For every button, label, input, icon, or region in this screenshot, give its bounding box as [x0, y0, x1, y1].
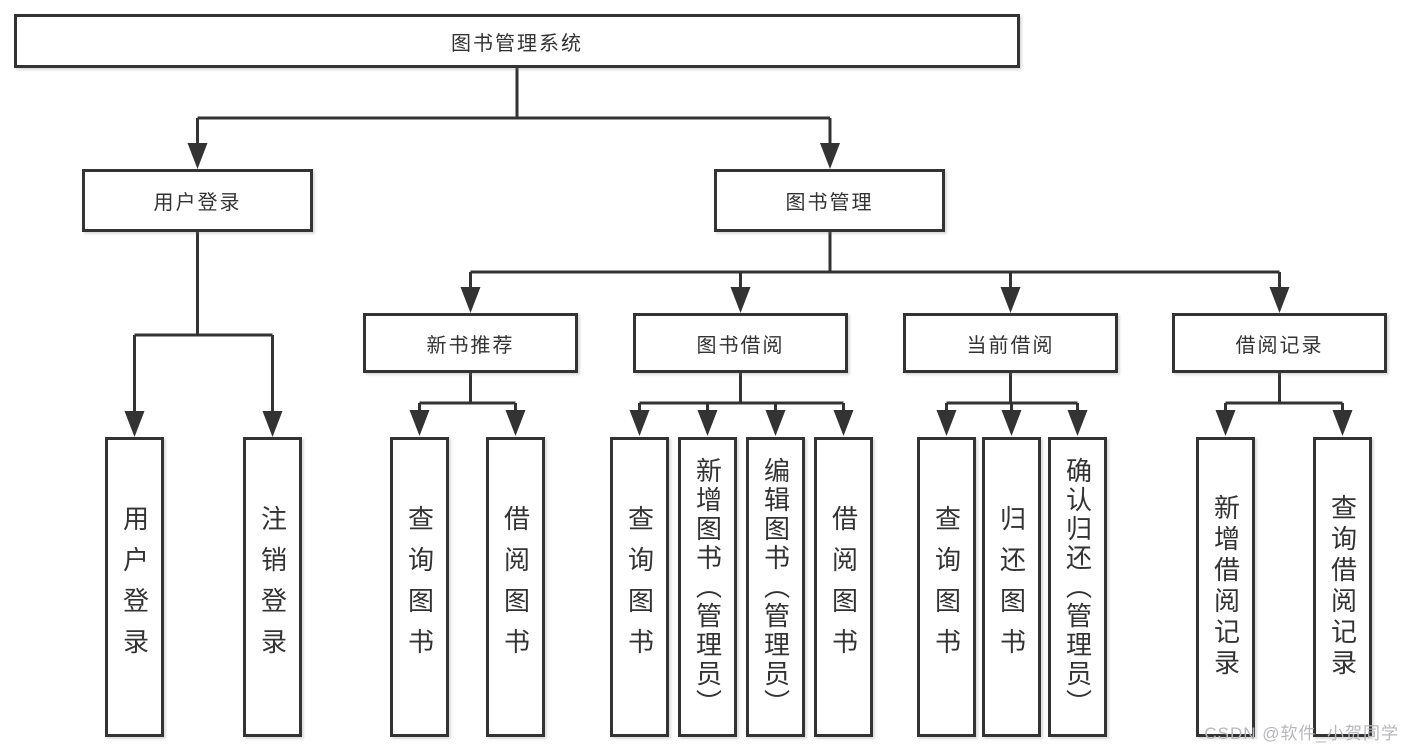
leaf-newbook-borrow-book: 借阅图书 — [486, 437, 545, 737]
node-new-book-recommend-label: 新书推荐 — [426, 334, 515, 357]
leaf-records-query-record-label: 查询借阅记录 — [1327, 494, 1358, 680]
arrowhead — [833, 410, 854, 436]
node-borrow-records-label: 借阅记录 — [1235, 334, 1324, 357]
node-book-borrowing-label: 图书借阅 — [696, 334, 785, 357]
leaf-newbook-query-book-label: 查询图书 — [404, 505, 435, 669]
arrowhead — [936, 410, 957, 436]
leaf-borrowing-add-book-admin: 新增图书（管理员） — [678, 437, 737, 737]
arrowhead — [409, 410, 430, 436]
leaf-borrowing-edit-book-admin: 编辑图书（管理员） — [746, 437, 805, 737]
arrowhead — [1215, 410, 1236, 436]
arrowhead — [124, 411, 145, 437]
leaf-borrowing-query-book: 查询图书 — [610, 437, 669, 737]
node-root-label: 图书管理系统 — [451, 32, 583, 55]
leaf-borrowing-add-book-admin-label: 新增图书（管理员） — [692, 456, 723, 718]
leaf-current-return-book-label: 归还图书 — [996, 505, 1027, 669]
node-root-system: 图书管理系统 — [14, 14, 1020, 68]
arrowhead — [629, 410, 650, 436]
arrowhead — [1332, 410, 1353, 436]
arrowhead — [820, 143, 840, 169]
arrowhead — [460, 287, 481, 313]
leaf-current-return-book: 归还图书 — [982, 437, 1041, 737]
leaf-current-confirm-return-admin: 确认归还（管理员） — [1048, 437, 1107, 737]
node-book-management: 图书管理 — [714, 169, 945, 232]
leaf-records-query-record: 查询借阅记录 — [1313, 437, 1372, 737]
leaf-records-add-record-label: 新增借阅记录 — [1210, 494, 1241, 680]
arrowhead — [1067, 410, 1088, 436]
leaf-newbook-query-book: 查询图书 — [390, 437, 449, 737]
leaf-borrowing-borrow-book-label: 借阅图书 — [828, 505, 859, 669]
leaf-current-query-book-label: 查询图书 — [931, 505, 962, 669]
node-borrow-records: 借阅记录 — [1172, 313, 1387, 373]
leaf-newbook-borrow-book-label: 借阅图书 — [500, 505, 531, 669]
leaf-logout: 注销登录 — [243, 437, 302, 737]
node-current-borrowing-label: 当前借阅 — [966, 334, 1055, 357]
leaf-user-login-label: 用户登录 — [119, 505, 150, 669]
csdn-watermark: CSDN @软件_小贺同学 — [1204, 724, 1399, 743]
node-user-login-label: 用户登录 — [153, 192, 242, 214]
tree-edges — [133, 68, 1344, 416]
arrowhead — [187, 143, 208, 169]
arrowhead — [697, 410, 718, 436]
node-user-login: 用户登录 — [82, 169, 313, 232]
leaf-borrowing-edit-book-admin-label: 编辑图书（管理员） — [760, 456, 791, 718]
leaf-borrowing-query-book-label: 查询图书 — [624, 505, 655, 669]
leaf-current-query-book: 查询图书 — [917, 437, 976, 737]
arrowhead — [262, 411, 283, 437]
arrowhead — [505, 410, 526, 436]
leaf-user-login: 用户登录 — [105, 437, 164, 737]
leaf-records-add-record: 新增借阅记录 — [1196, 437, 1255, 737]
leaf-logout-label: 注销登录 — [257, 505, 288, 669]
node-current-borrowing: 当前借阅 — [903, 313, 1118, 373]
arrowhead — [1000, 287, 1021, 313]
arrowhead — [1001, 410, 1022, 436]
arrowhead — [730, 287, 751, 313]
arrowhead — [1269, 287, 1290, 313]
leaf-current-confirm-return-admin-label: 确认归还（管理员） — [1062, 456, 1093, 718]
leaf-borrowing-borrow-book: 借阅图书 — [814, 437, 873, 737]
node-new-book-recommend: 新书推荐 — [363, 313, 578, 373]
arrowhead — [765, 410, 786, 436]
node-book-borrowing: 图书借阅 — [633, 313, 848, 373]
node-book-management-label: 图书管理 — [785, 192, 874, 214]
